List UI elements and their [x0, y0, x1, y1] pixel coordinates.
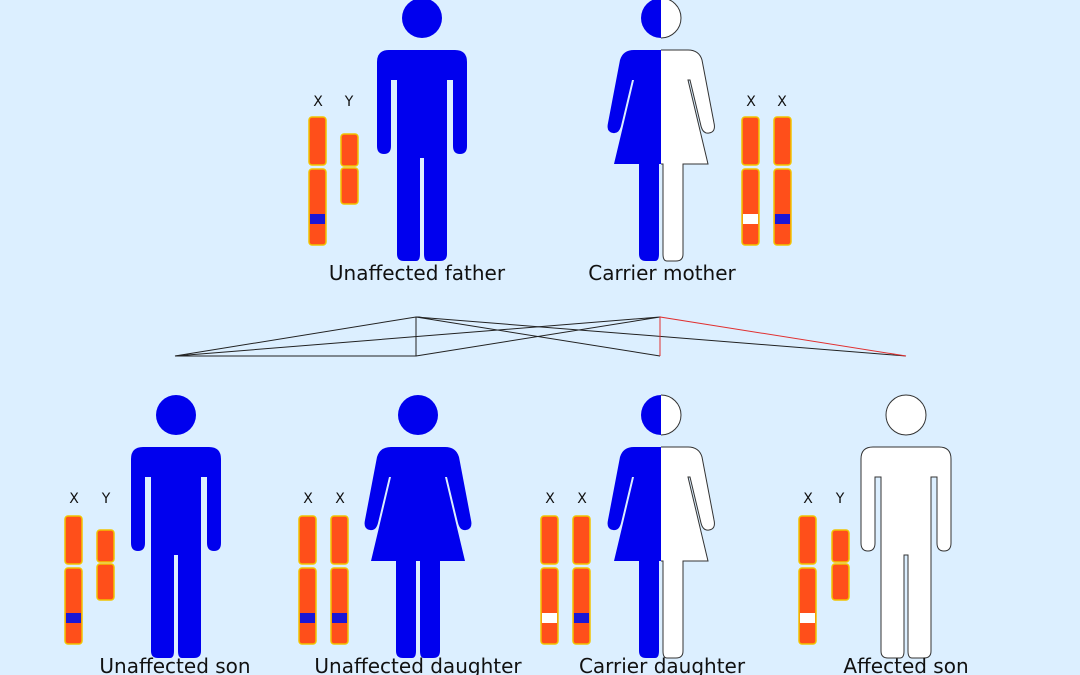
child-2-chrom-label-x2: X — [335, 491, 345, 507]
child-4-chrom-label-x: X — [803, 491, 813, 507]
son2-x-chromosome — [798, 515, 817, 645]
child-2-label: Unaffected daughter — [314, 654, 522, 675]
unaffected-daughter-figure-icon — [364, 395, 472, 658]
father-x-chromosome — [308, 116, 327, 246]
mother-connector-line — [174, 316, 661, 357]
daughter1-x-chromosome-2 — [330, 515, 349, 645]
daughter1-x-chromosome-1 — [298, 515, 317, 645]
unaffected-son-figure-icon — [131, 395, 221, 658]
son2-y-chromosome — [831, 529, 850, 601]
child-3-chrom-label-x1: X — [545, 491, 555, 507]
child-1-label: Unaffected son — [99, 654, 250, 675]
father-chrom-label-x: X — [313, 94, 323, 110]
parent-labels: X Y X X Unaffected father Carrier mother — [313, 94, 787, 285]
child-1-chrom-label-y: Y — [101, 491, 111, 507]
child-1-chrom-label-x: X — [69, 491, 79, 507]
affected-path-line — [659, 316, 907, 357]
mother-figure-icon — [607, 0, 715, 262]
mother-x-chromosome-1 — [741, 116, 760, 246]
child-3-chrom-label-x2: X — [577, 491, 587, 507]
affected-son-figure-icon — [860, 394, 952, 659]
mother-label: Carrier mother — [588, 261, 736, 285]
son1-x-chromosome — [64, 515, 83, 645]
carrier-daughter-figure-icon — [607, 394, 715, 659]
child-4-chrom-label-y: Y — [835, 491, 845, 507]
child-2-chrom-label-x1: X — [303, 491, 313, 507]
chromosomes-layer — [64, 116, 850, 645]
child-4-label: Affected son — [843, 654, 968, 675]
father-y-chromosome — [340, 133, 359, 205]
inheritance-lines — [174, 316, 907, 357]
daughter2-x-chromosome-2 — [572, 515, 591, 645]
mother-x-chromosome-2 — [773, 116, 792, 246]
father-label: Unaffected father — [329, 261, 506, 285]
daughter2-x-chromosome-1 — [540, 515, 559, 645]
son1-y-chromosome — [96, 529, 115, 601]
father-chrom-label-y: Y — [344, 94, 354, 110]
mother-chrom-label-x1: X — [746, 94, 756, 110]
children-labels: X Y X X X X X Y Unaffected son Unaffecte… — [69, 491, 968, 675]
mother-chrom-label-x2: X — [777, 94, 787, 110]
child-3-label: Carrier daughter — [579, 654, 746, 675]
father-figure-icon — [377, 0, 467, 261]
